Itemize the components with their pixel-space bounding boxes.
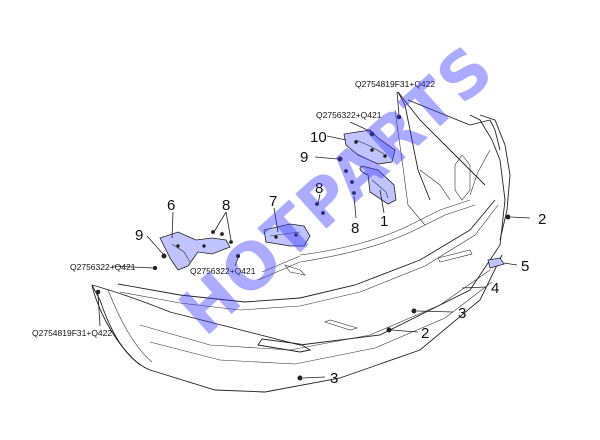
- callout-9-upper: 9: [300, 149, 308, 166]
- bumper-cover: [91, 91, 511, 393]
- callout-10: 10: [310, 129, 327, 146]
- part-5-clip: [487, 257, 505, 269]
- callout-8-left: 8: [222, 197, 230, 214]
- fastener-code-labels: Q2754819F31+Q422 Q2756322+Q421 Q2756322+…: [32, 79, 435, 338]
- callout-3-upper: 3: [458, 305, 466, 322]
- callout-8-right: 8: [351, 220, 359, 237]
- part-6-bracket: [159, 231, 231, 271]
- watermark: HOTPARTS: [166, 31, 509, 350]
- callout-9-left: 9: [135, 227, 143, 244]
- code-top-right: Q2754819F31+Q422: [355, 79, 435, 89]
- callout-4: 4: [491, 280, 499, 297]
- watermark-text: HOTPARTS: [166, 31, 509, 350]
- callout-numbers: 1 2 2 3 3 4 5 6 7 8 8 8 9 9 10: [135, 129, 546, 387]
- code-center-low: Q2756322+Q421: [190, 266, 256, 276]
- callout-2-lower: 2: [421, 325, 429, 342]
- callout-5: 5: [521, 258, 529, 275]
- callout-7: 7: [269, 193, 277, 210]
- callout-6: 6: [167, 197, 175, 214]
- part-1-bracket: [359, 165, 397, 205]
- callout-2-upper: 2: [538, 211, 546, 228]
- callout-3-lower: 3: [330, 370, 338, 387]
- leader-lines: [97, 91, 531, 379]
- code-bottom-left: Q2754819F31+Q422: [32, 328, 112, 338]
- callout-8-mid: 8: [315, 180, 323, 197]
- fasteners: [95, 114, 511, 381]
- code-upper-mid: Q2756322+Q421: [316, 110, 382, 120]
- code-left-mid: Q2756322+Q421: [70, 262, 136, 272]
- callout-1: 1: [380, 213, 388, 230]
- part-7-bracket: [263, 223, 311, 247]
